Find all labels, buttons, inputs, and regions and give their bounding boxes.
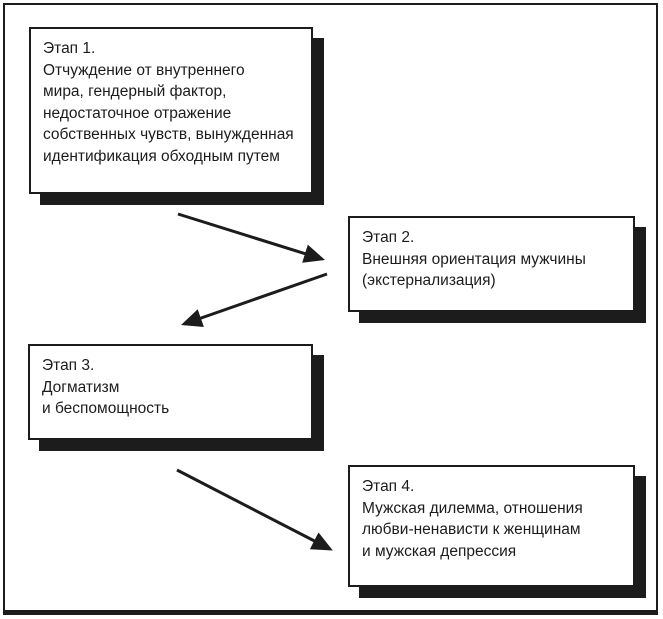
stage-4-box: Этап 4. Мужская дилемма, отношения любви…	[348, 465, 635, 587]
stage-2-box: Этап 2. Внешняя ориентация мужчины (экст…	[348, 216, 635, 312]
stage-3-box: Этап 3. Догматизм и беспомощность	[28, 344, 313, 440]
stage-1-box: Этап 1. Отчуждение от внутреннего мира, …	[29, 27, 313, 194]
stage-3-text: Этап 3. Догматизм и беспомощность	[42, 357, 170, 417]
outer-frame	[3, 3, 658, 615]
arrow-stage3-to-stage4	[176, 468, 333, 551]
arrow-stage2-to-stage3	[181, 272, 328, 328]
arrow-stage1-to-stage2	[177, 212, 326, 263]
stage-2-text: Этап 2. Внешняя ориентация мужчины (экст…	[362, 229, 586, 289]
stage-4-text: Этап 4. Мужская дилемма, отношения любви…	[362, 478, 583, 560]
stage-1-text: Этап 1. Отчуждение от внутреннего мира, …	[43, 40, 294, 165]
